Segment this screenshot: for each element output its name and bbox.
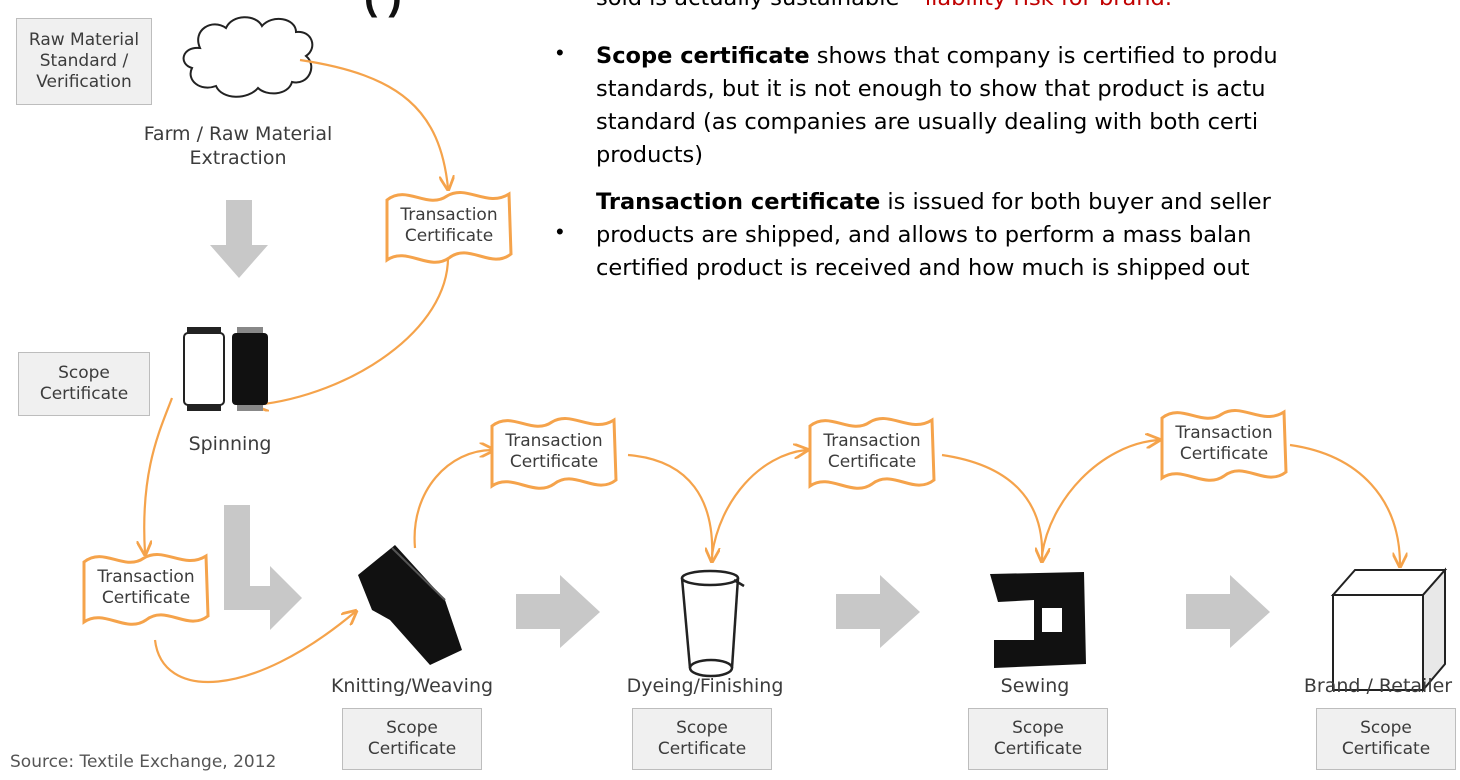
scope-certificate-box-spinning: Scope Certificate [18, 352, 150, 416]
stage-brand-label: Brand / Retailer [1303, 675, 1453, 697]
tc-label-2: Transaction Certificate [97, 567, 195, 608]
bullet-scope-bold: Scope certificate [596, 43, 810, 69]
source-caption: Source: Textile Exchange, 2012 [10, 752, 277, 772]
connector-tc-to-dyeing [627, 453, 712, 560]
connector-tc-to-sewing [941, 453, 1042, 560]
elbow-arrow [224, 505, 302, 630]
bullet-transaction: Transaction certificate is issued for bo… [596, 186, 1460, 285]
connector-knitting-to-tc [413, 450, 492, 549]
bullet-dot-2: • [556, 219, 564, 244]
bullet-transaction-line: products are shipped, and allows to perf… [596, 222, 1252, 248]
cloud-icon [182, 16, 314, 98]
right-arrow-3 [1186, 575, 1270, 648]
connector-farm-to-tc [299, 58, 448, 188]
connector-tc-to-knitting [153, 612, 355, 684]
tc-label-4: Transaction Certificate [823, 431, 921, 472]
bullet-scope: Scope certificate shows that company is … [596, 40, 1460, 172]
right-arrow-2 [836, 575, 920, 648]
bullet-transaction-line: certified product is received and how mu… [596, 255, 1250, 281]
raw-material-standard-box: Raw Material Standard / Verification [16, 18, 152, 105]
scope-certificate-box-sewing: Scope Certificate [968, 708, 1108, 770]
right-arrow-1 [516, 575, 600, 648]
tc-label-3: Transaction Certificate [505, 431, 603, 472]
farm-label: Farm / Raw Material Extraction [143, 123, 333, 169]
connector-scope-to-tc [144, 397, 174, 553]
header-snippet-red: liability risk for brand. [925, 0, 1172, 11]
bullet-scope-line: products) [596, 142, 704, 168]
stage-sewing-label: Sewing [1000, 675, 1070, 697]
scope-certificate-box-dyeing: Scope Certificate [632, 708, 772, 770]
sewing-machine-icon [990, 572, 1086, 668]
fabric-roll-icon [358, 545, 462, 665]
header-snippet-text: sold is actually sustainable – [596, 0, 925, 11]
scope-certificate-box-knitting: Scope Certificate [342, 708, 482, 770]
tc-label-5: Transaction Certificate [1175, 423, 1273, 464]
scope-certificate-box-brand: Scope Certificate [1316, 708, 1456, 770]
bullet-scope-line: standard (as companies are usually deali… [596, 109, 1259, 135]
box-icon [1330, 567, 1448, 693]
bullet-list: Scope certificate shows that company is … [596, 40, 1460, 410]
connector-dyeing-to-tc [710, 450, 806, 556]
cut-heading-fragment: ( ) [364, 0, 402, 19]
stage-knitting-label: Knitting/Weaving [330, 675, 494, 697]
stage-spinning-label: Spinning [188, 433, 272, 455]
connector-tc-to-spinning [256, 254, 450, 405]
down-arrow [210, 200, 268, 278]
stage-dyeing-label: Dyeing/Finishing [626, 675, 784, 697]
bullet-transaction-bold: Transaction certificate [596, 189, 881, 215]
bullet-scope-line: shows that company is certified to produ [809, 43, 1278, 69]
header-snippet: sold is actually sustainable – liability… [596, 0, 1172, 15]
bullet-transaction-line: is issued for both buyer and seller [880, 189, 1271, 215]
tc-label-1: Transaction Certificate [400, 205, 498, 246]
thread-spools-icon [183, 327, 268, 411]
connector-sewing-to-tc [1040, 440, 1158, 556]
bullet-scope-line: standards, but it is not enough to show … [596, 76, 1266, 102]
bullet-dot-1: • [556, 40, 564, 65]
dye-beaker-icon [680, 569, 745, 678]
connector-tc-to-brand [1289, 443, 1400, 565]
